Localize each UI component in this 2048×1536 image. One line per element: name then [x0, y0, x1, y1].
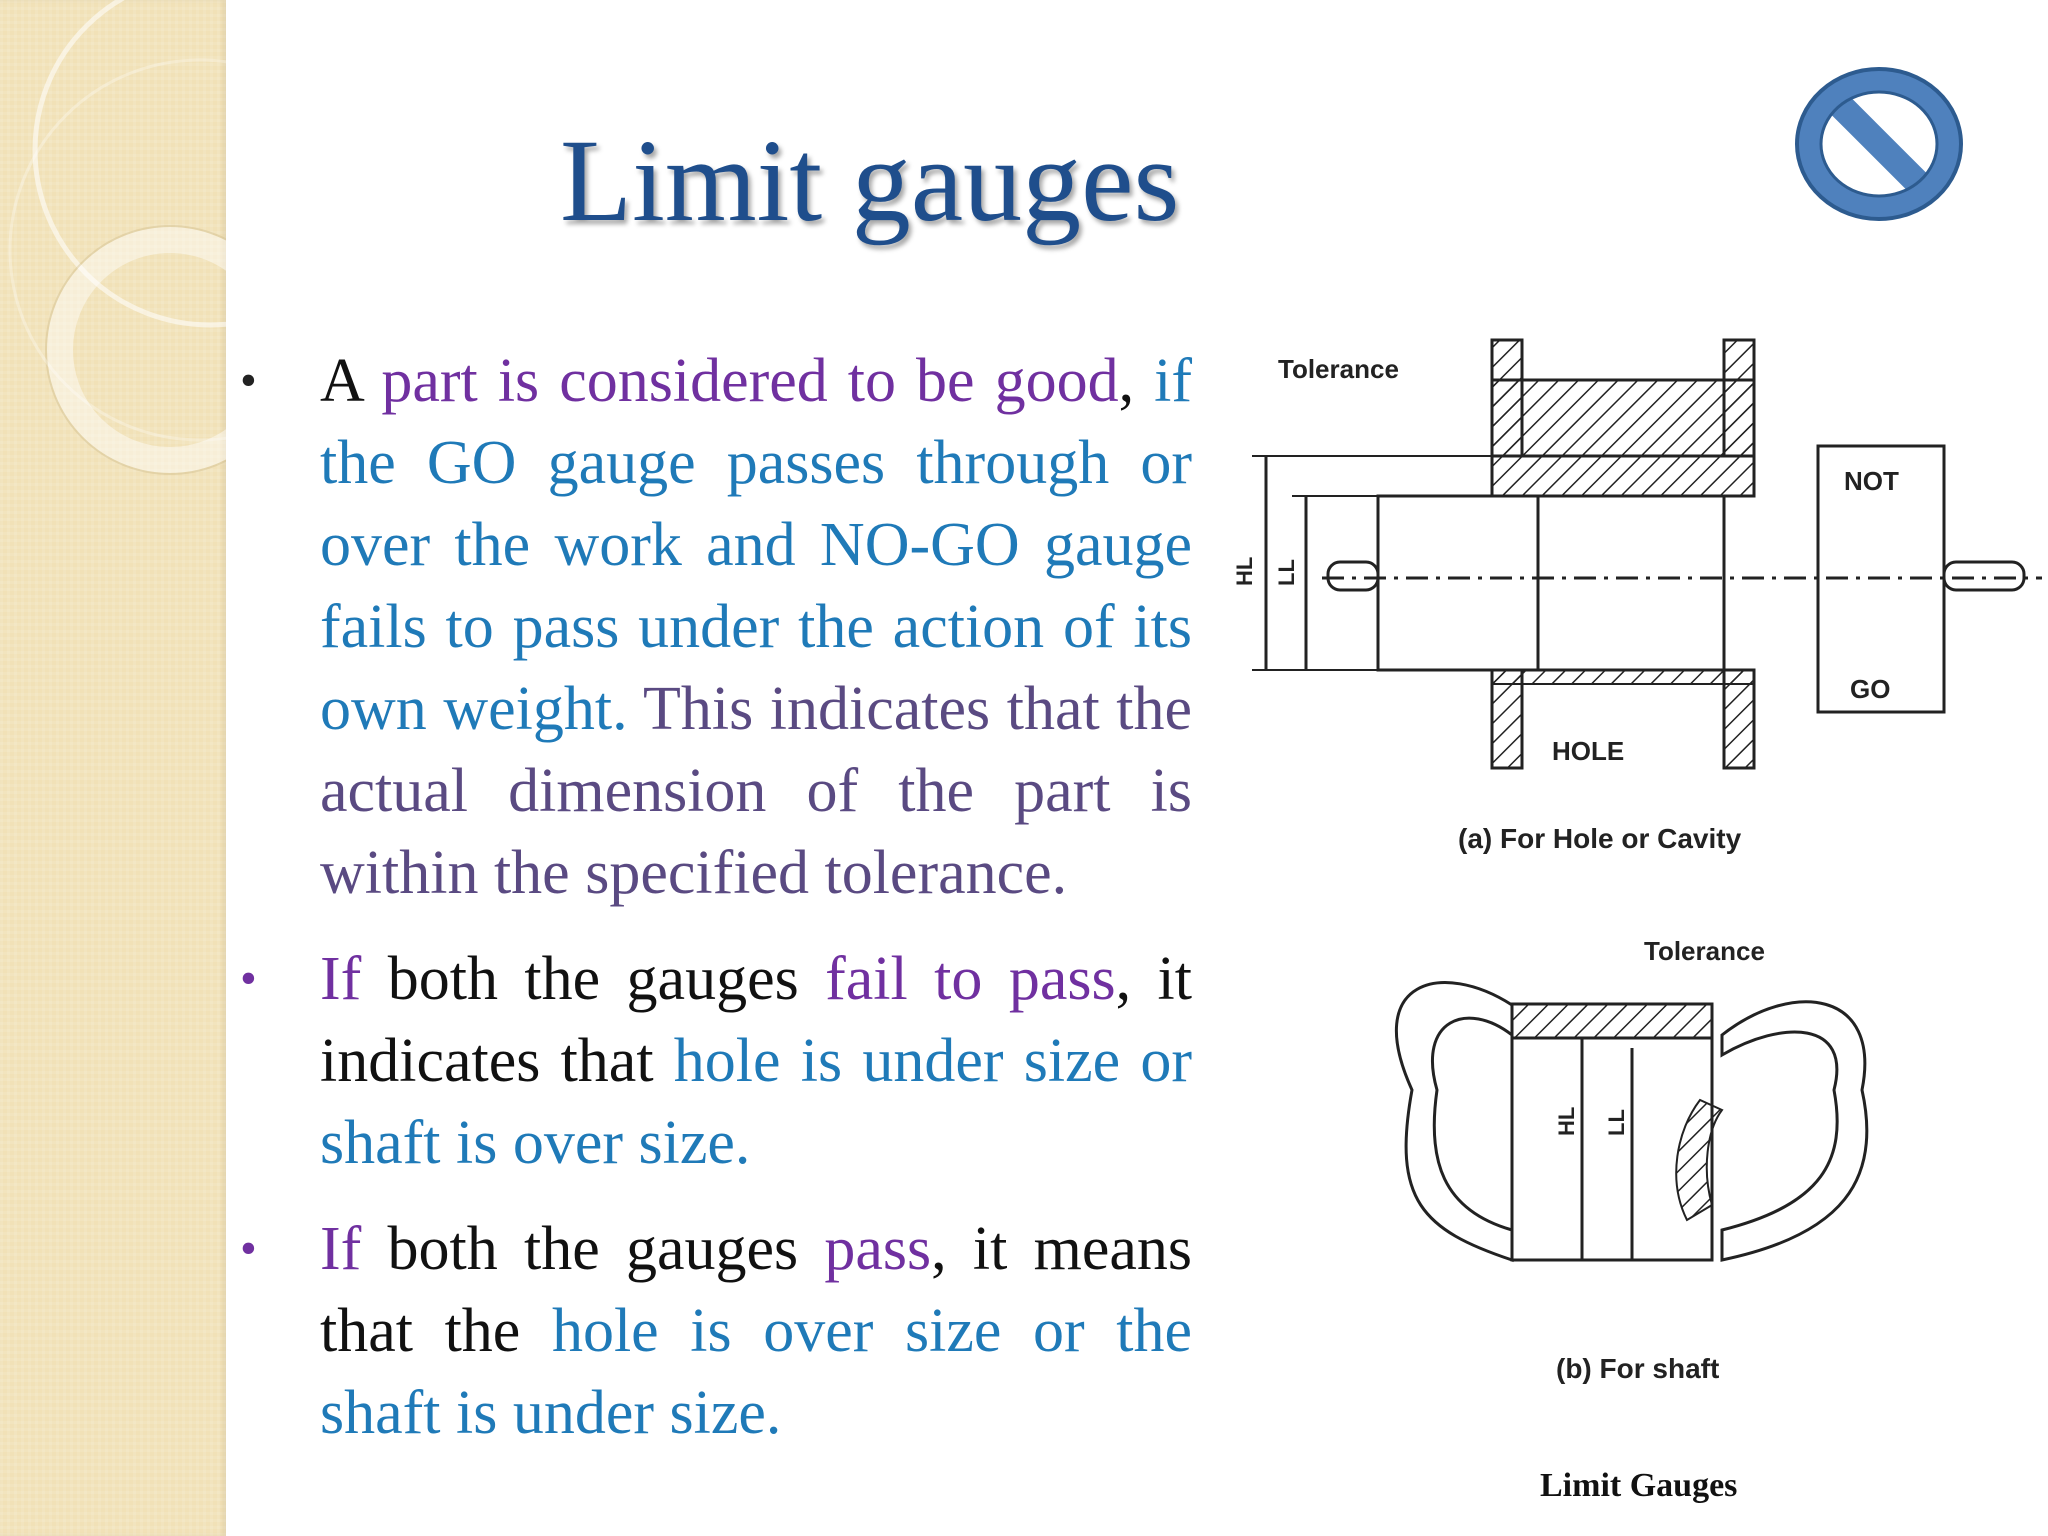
not-label: NOT: [1844, 466, 1899, 496]
text-segment: fail to pass: [825, 945, 1116, 1013]
tolerance-label-a: Tolerance: [1278, 354, 1399, 384]
go-plug-body: [1536, 494, 1726, 672]
hole-wall-bottom-right: [1722, 668, 1756, 770]
text-segment: If: [320, 945, 362, 1013]
hl-label-a: HL: [1232, 557, 1257, 586]
text-segment: hole is under size or shaft is over size…: [320, 1027, 1192, 1177]
text-segment: both the gauges: [361, 945, 826, 1013]
caption-b: (b) For shaft: [1556, 1353, 1719, 1384]
hole-label: HOLE: [1552, 736, 1624, 766]
go-plug: [1376, 494, 1540, 672]
text-segment: pass: [824, 1215, 932, 1283]
text-segment: , it means that the: [320, 1215, 1192, 1365]
bullet-item-both-pass: • If both the gauges pass, it means that …: [240, 1208, 1192, 1454]
text-segment: hole is over size or the shaft is under …: [320, 1297, 1193, 1447]
decorative-rings: [8, 0, 226, 475]
bullet-dot: •: [240, 354, 257, 407]
text-segment: If: [320, 1215, 362, 1283]
text-segment: This indicates that the actual dimension…: [320, 675, 1192, 907]
hole-lower-band: [1491, 669, 1755, 685]
bullet-item-both-fail: • If both the gauges fail to pass, it ind…: [240, 938, 1192, 1184]
text-segment: ,: [1118, 347, 1155, 415]
text-segment: A: [320, 347, 382, 415]
prohibited-icon: [1795, 67, 1963, 221]
bullet-item-good-part: • A part is considered to be good, if the…: [240, 340, 1192, 914]
tolerance-label-b: Tolerance: [1644, 936, 1765, 966]
hole-upper-band: [1490, 378, 1756, 458]
ll-label-a: LL: [1274, 559, 1299, 586]
slide-title: Limit gauges: [560, 115, 1180, 246]
limit-gauges-figure: Tolerance NOT GO HL LL HOLE (a) For Hole…: [1232, 338, 2042, 1504]
text-segment: both the gauges: [361, 1215, 825, 1283]
caption-a: (a) For Hole or Cavity: [1458, 823, 1742, 854]
figure-title: Limit Gauges: [1540, 1467, 1737, 1504]
tolerance-band-a: [1490, 454, 1756, 498]
text-segment: , it indicates that: [320, 945, 1193, 1095]
shaft-gauge-diagram: Tolerance HL LL (b) For shaft: [1394, 936, 1869, 1384]
ll-label-b: LL: [1604, 1109, 1629, 1136]
hole-gauge-diagram: Tolerance NOT GO HL LL HOLE (a) For Hole…: [1232, 338, 2042, 854]
bullet-dot: •: [240, 952, 257, 1005]
snap-gauge-right-frame: [1720, 1000, 1869, 1262]
snap-gauge-left-frame: [1394, 981, 1514, 1263]
bullet-list: • A part is considered to be good, if the…: [240, 340, 1192, 1454]
tolerance-band-b: [1510, 1002, 1714, 1040]
text-segment: part is considered to be good: [381, 347, 1119, 415]
go-label: GO: [1850, 674, 1890, 704]
text-segment: if the GO gauge passes through or over t…: [320, 347, 1192, 743]
bullet-dot: •: [240, 1222, 257, 1275]
shaft-cut-section: [1675, 1098, 1724, 1222]
plug-handle-right: [1942, 560, 2026, 592]
decorative-sidebar: [0, 0, 226, 1536]
plug-handle-left: [1326, 560, 1380, 592]
hl-label-b: HL: [1554, 1107, 1579, 1136]
hole-wall-bottom-left: [1490, 668, 1524, 770]
